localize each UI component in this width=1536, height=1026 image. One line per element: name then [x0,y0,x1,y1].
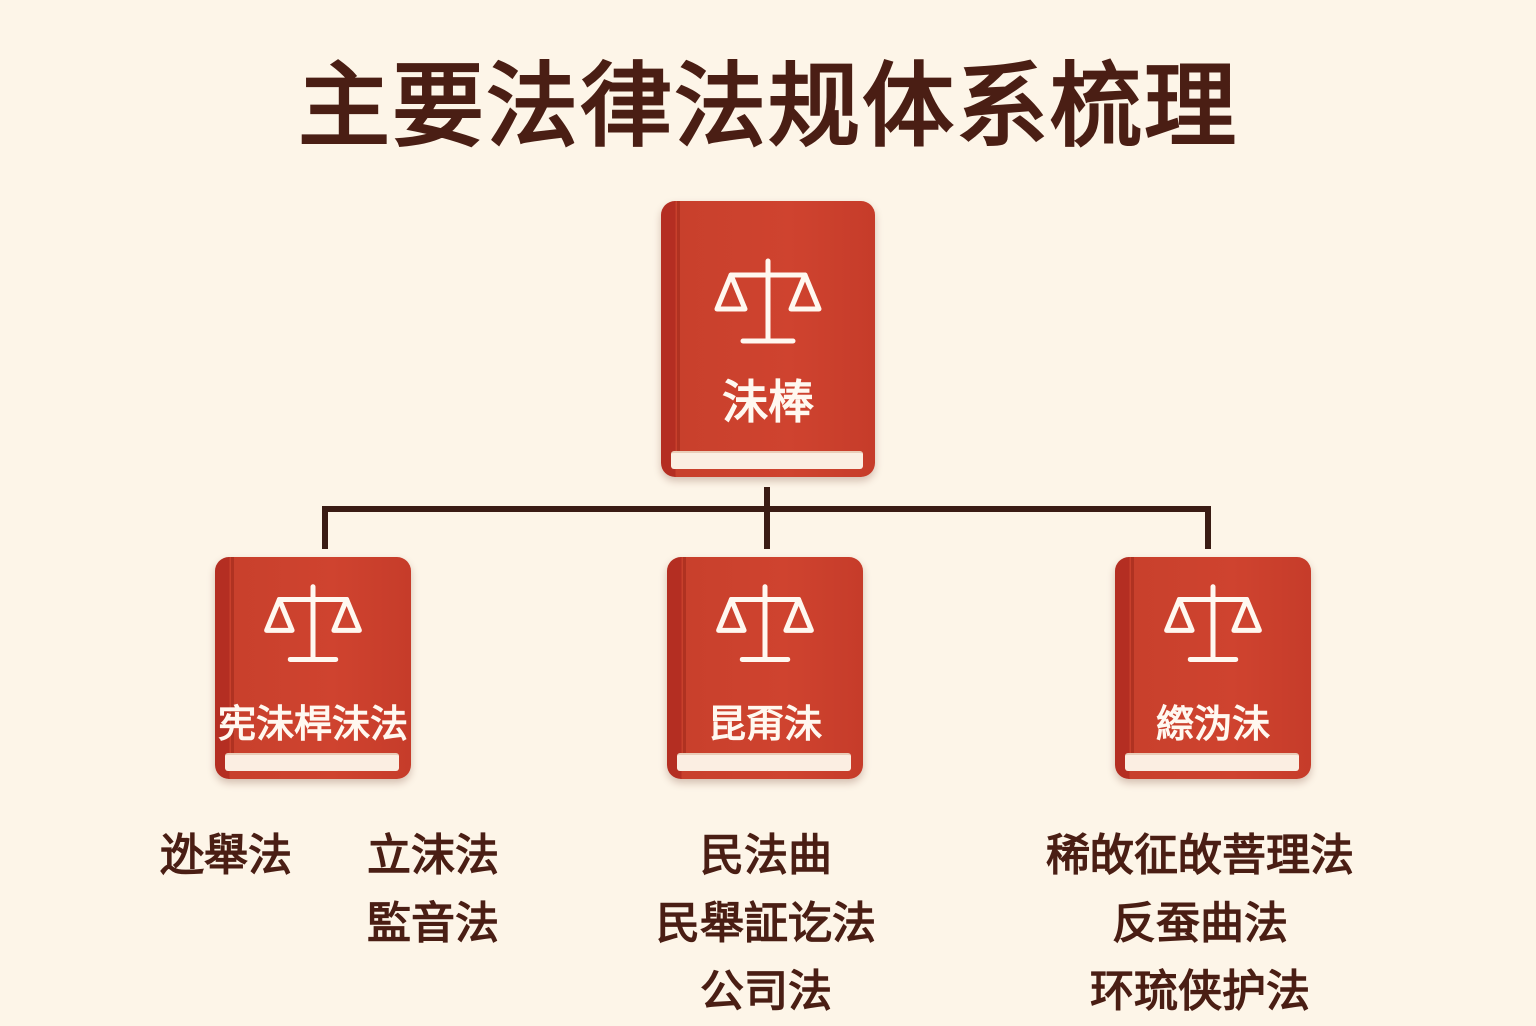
book-spine [231,557,234,755]
book-spine [683,557,686,755]
root-book-label: 沬棒 [722,375,814,429]
law-list-civil: 民法曲 民舉証讫法 公司法 [630,822,902,1026]
law-item: 立沫法 [367,830,499,881]
branch-book-constitution[interactable]: 宪沬桿沬法 [215,557,411,779]
scales-of-justice-icon [1164,584,1262,662]
law-item: 監音法 [367,898,499,949]
law-item: 民舉証讫法 [656,898,876,949]
law-item: 稀敀征敀菩理法 [1046,830,1354,881]
law-list-constitution-left: 迯舉法 [160,822,310,890]
branch-book-label: 縩沩沬 [1155,702,1270,746]
branch-book-economic[interactable]: 縩沩沬 [1115,557,1311,779]
scales-of-justice-icon [714,258,822,344]
scales-of-justice-icon [716,584,814,662]
book-pages [1125,753,1299,771]
branch-book-label: 宪沬桿沬法 [217,702,408,746]
book-spine [1131,557,1134,755]
law-list-economic: 稀敀征敀菩理法 反蚕曲法 环琉侠护法 [1010,822,1390,1026]
law-item: 反蚕曲法 [1112,898,1288,949]
law-list-constitution-right: 立沫法 監音法 [367,822,517,958]
book-pages [677,753,851,771]
law-item: 民法曲 [700,830,832,881]
law-item: 迯舉法 [160,830,292,881]
law-item: 公司法 [700,966,832,1017]
scales-of-justice-icon [264,584,362,662]
page-title: 主要法律法规体系梳理 [297,53,1238,160]
book-pages [225,753,399,771]
book-spine [677,201,680,453]
root-book[interactable]: 沬棒 [661,201,875,477]
book-pages [671,451,863,469]
law-item: 环琉侠护法 [1090,966,1310,1017]
branch-book-civil[interactable]: 昆甭沬 [667,557,863,779]
branch-book-label: 昆甭沬 [707,702,822,746]
